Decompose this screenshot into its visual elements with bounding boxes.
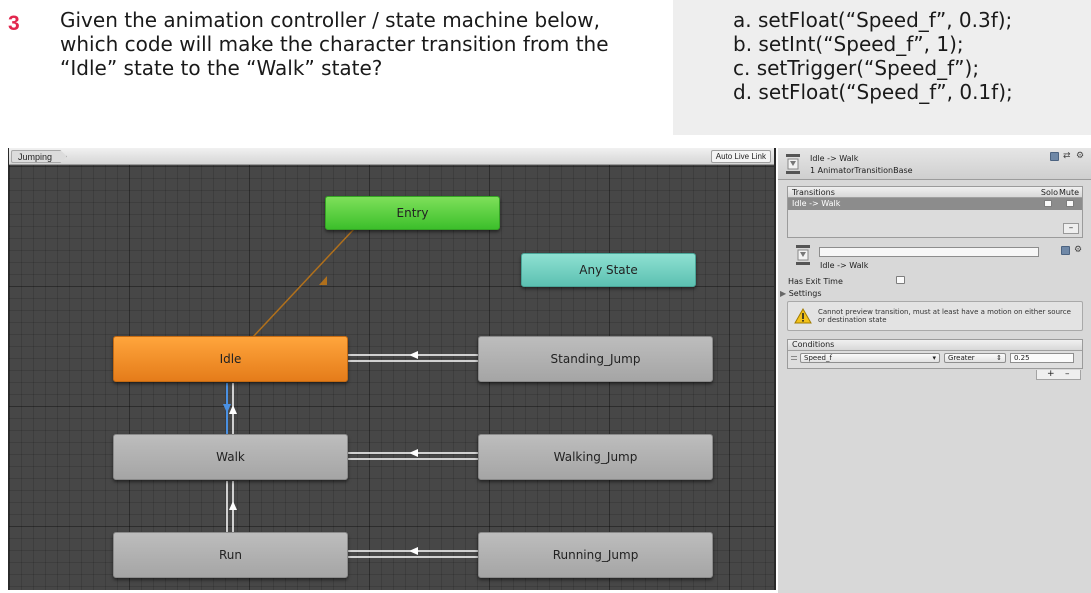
transition-row[interactable]: Idle -> Walk — [788, 198, 1082, 210]
state-idle[interactable]: Idle — [113, 336, 348, 382]
inspector-panel: Idle -> Walk 1 AnimatorTransitionBase ⇄ … — [778, 148, 1091, 593]
state-run[interactable]: Run — [113, 532, 348, 578]
drag-handle-icon[interactable] — [791, 356, 797, 360]
add-condition-button[interactable]: + — [1047, 369, 1055, 379]
mute-checkbox[interactable] — [1066, 200, 1074, 207]
state-running-jump[interactable]: Running_Jump — [478, 532, 713, 578]
has-exit-time-checkbox[interactable] — [896, 276, 905, 284]
transitions-header-label: Transitions — [792, 188, 835, 197]
condition-row: Speed_f ▾ Greater ⇕ 0.25 — [788, 351, 1082, 366]
has-exit-time-label: Has Exit Time — [788, 277, 843, 286]
arrow-icon — [223, 404, 231, 413]
state-walking-jump[interactable]: Walking_Jump — [478, 434, 713, 480]
help-book-icon[interactable] — [1061, 246, 1070, 255]
answer-option-b: b. setInt(“Speed_f”, 1); — [733, 32, 964, 56]
settings-label: Settings — [788, 289, 822, 298]
conditions-footer: + – — [1036, 370, 1081, 380]
breadcrumb-layer[interactable]: Jumping — [11, 150, 68, 163]
warning-box: Cannot preview transition, must at least… — [787, 301, 1083, 331]
gear-icon[interactable]: ⚙ — [1076, 151, 1085, 161]
state-any-state[interactable]: Any State — [521, 253, 696, 287]
arrow-icon — [409, 547, 418, 555]
remove-transition-button[interactable]: – — [1063, 223, 1079, 234]
answer-option-c: c. setTrigger(“Speed_f”); — [733, 56, 980, 80]
question-line: Given the animation controller / state m… — [60, 8, 600, 32]
arrow-icon — [319, 276, 327, 285]
condition-threshold-field[interactable]: 0.25 — [1010, 353, 1074, 363]
transition-row-label: Idle -> Walk — [792, 199, 841, 208]
warning-text: Cannot preview transition, must at least… — [818, 308, 1071, 324]
condition-mode-value: Greater — [948, 354, 975, 362]
help-book-icon[interactable] — [1050, 152, 1059, 161]
arrow-icon — [229, 501, 237, 510]
conditions-list: Conditions Speed_f ▾ Greater ⇕ 0.25 — [787, 339, 1083, 369]
preset-sliders-icon[interactable]: ⇄ — [1063, 151, 1071, 161]
arrow-icon — [409, 449, 418, 457]
state-standing-jump[interactable]: Standing_Jump — [478, 336, 713, 382]
question-line: “Idle” state to the “Walk” state? — [60, 56, 383, 80]
solo-checkbox[interactable] — [1044, 200, 1052, 207]
transition-icon — [796, 245, 810, 265]
mute-column-label: Mute — [1058, 188, 1079, 197]
transitions-header: Transitions Solo Mute — [788, 187, 1082, 198]
dropdown-arrow-icon: ▾ — [932, 354, 936, 362]
transition-detail-name: Idle -> Walk — [820, 261, 869, 270]
inspector-header: Idle -> Walk 1 AnimatorTransitionBase ⇄ … — [778, 148, 1091, 180]
inspector-title: Idle -> Walk — [810, 154, 859, 163]
transition-name-field[interactable] — [819, 247, 1039, 257]
question-number: 3 — [8, 12, 20, 35]
state-entry[interactable]: Entry — [325, 196, 500, 230]
answer-option-a: a. setFloat(“Speed_f”, 0.3f); — [733, 8, 1013, 32]
gear-icon[interactable]: ⚙ — [1074, 245, 1083, 255]
inspector-subtitle: 1 AnimatorTransitionBase — [810, 166, 913, 175]
answer-option-d: d. setFloat(“Speed_f”, 0.1f); — [733, 80, 1013, 104]
condition-parameter-dropdown[interactable]: Speed_f ▾ — [800, 353, 940, 363]
solo-column-label: Solo — [1040, 188, 1058, 197]
arrow-icon — [229, 405, 237, 414]
question-line: which code will make the character trans… — [60, 32, 609, 56]
graph-toolbar: Jumping Auto Live Link — [9, 148, 774, 165]
condition-parameter-value: Speed_f — [804, 354, 832, 362]
transitions-list: Transitions Solo Mute Idle -> Walk – — [787, 186, 1083, 238]
warning-icon — [794, 308, 812, 324]
remove-condition-button[interactable]: – — [1065, 369, 1070, 379]
auto-live-link-button[interactable]: Auto Live Link — [710, 150, 771, 163]
animator-graph[interactable]: Jumping Auto Live Link Entry Any State I… — [8, 148, 776, 590]
foldout-arrow-icon: ▶ — [780, 289, 787, 298]
transition-icon — [786, 154, 800, 174]
settings-foldout[interactable]: ▶ Settings — [780, 289, 822, 298]
answer-list: a. setFloat(“Speed_f”, 0.3f); b. setInt(… — [733, 8, 1013, 104]
dropdown-arrow-icon: ⇕ — [996, 354, 1002, 362]
question-text: Given the animation controller / state m… — [60, 8, 660, 80]
conditions-header: Conditions — [788, 340, 1082, 351]
arrow-icon — [409, 351, 418, 359]
answers-panel — [673, 0, 1091, 135]
state-walk[interactable]: Walk — [113, 434, 348, 480]
condition-mode-dropdown[interactable]: Greater ⇕ — [944, 353, 1006, 363]
